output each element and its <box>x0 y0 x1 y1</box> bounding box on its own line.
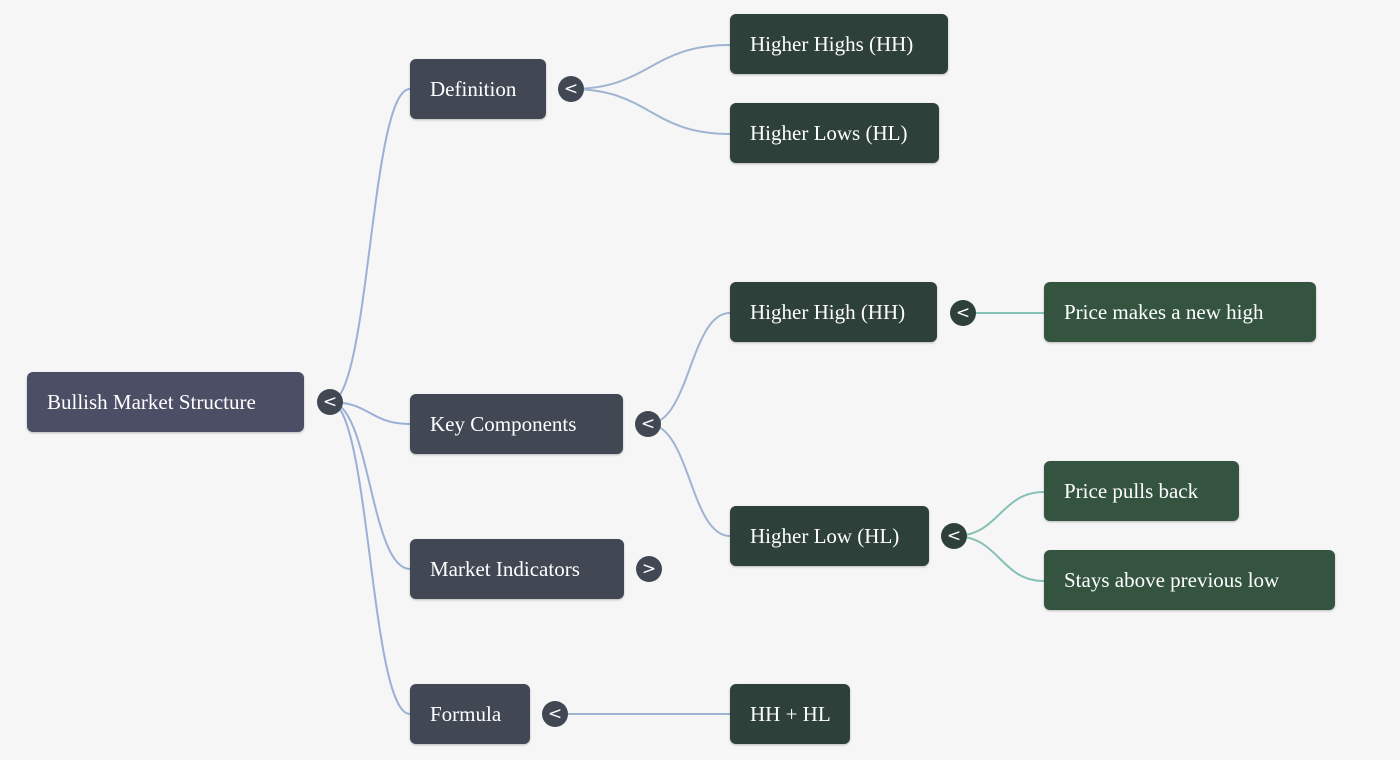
higher-low-child-label: Price pulls back <box>1064 479 1199 503</box>
root-node[interactable]: Bullish Market Structure <box>27 372 304 432</box>
connector-definition-hl <box>570 88 731 135</box>
higher-low-node[interactable]: Higher Low (HL) <box>730 506 929 566</box>
connector-root-formula <box>329 401 411 715</box>
definition-child-label: Higher Lows (HL) <box>750 121 908 145</box>
formula-child-hh-plus-hl[interactable]: HH + HL <box>730 684 850 744</box>
connector-definition-hh <box>570 44 731 90</box>
root-node-label: Bullish Market Structure <box>47 390 256 414</box>
key-components-node[interactable]: Key Components <box>410 394 623 454</box>
formula-node[interactable]: Formula <box>410 684 530 744</box>
higher-high-child-new-high[interactable]: Price makes a new high <box>1044 282 1316 342</box>
key-components-node-label: Key Components <box>430 412 577 436</box>
higher-low-node-label: Higher Low (HL) <box>750 524 900 548</box>
market-indicators-expand-toggle[interactable]: > <box>636 556 662 582</box>
key-components-collapse-toggle[interactable]: < <box>635 411 661 437</box>
higher-high-collapse-toggle[interactable]: < <box>950 300 976 326</box>
root-collapse-toggle[interactable]: < <box>317 389 343 415</box>
connector-key-hh <box>647 312 731 425</box>
definition-child-higher-highs[interactable]: Higher Highs (HH) <box>730 14 948 74</box>
definition-node-label: Definition <box>430 77 517 101</box>
connector-root-market-indicators <box>329 401 411 570</box>
higher-high-node[interactable]: Higher High (HH) <box>730 282 937 342</box>
higher-low-child-pulls-back[interactable]: Price pulls back <box>1044 461 1239 521</box>
connector-key-hl <box>647 423 731 537</box>
formula-node-label: Formula <box>430 702 502 726</box>
higher-low-child-stays-above[interactable]: Stays above previous low <box>1044 550 1335 610</box>
connector-root-definition <box>329 88 411 403</box>
higher-low-collapse-toggle[interactable]: < <box>941 523 967 549</box>
definition-child-label: Higher Highs (HH) <box>750 32 914 56</box>
formula-collapse-toggle[interactable]: < <box>542 701 568 727</box>
connector-hl-pullback <box>953 491 1045 537</box>
formula-child-label: HH + HL <box>750 702 831 726</box>
definition-child-higher-lows[interactable]: Higher Lows (HL) <box>730 103 939 163</box>
higher-high-node-label: Higher High (HH) <box>750 300 906 324</box>
higher-low-child-label: Stays above previous low <box>1064 568 1280 592</box>
market-indicators-node-label: Market Indicators <box>430 557 580 581</box>
definition-node[interactable]: Definition <box>410 59 546 119</box>
market-indicators-node[interactable]: Market Indicators <box>410 539 624 599</box>
connector-hl-stays-above <box>953 535 1045 582</box>
definition-collapse-toggle[interactable]: < <box>558 76 584 102</box>
higher-high-child-label: Price makes a new high <box>1064 300 1264 324</box>
